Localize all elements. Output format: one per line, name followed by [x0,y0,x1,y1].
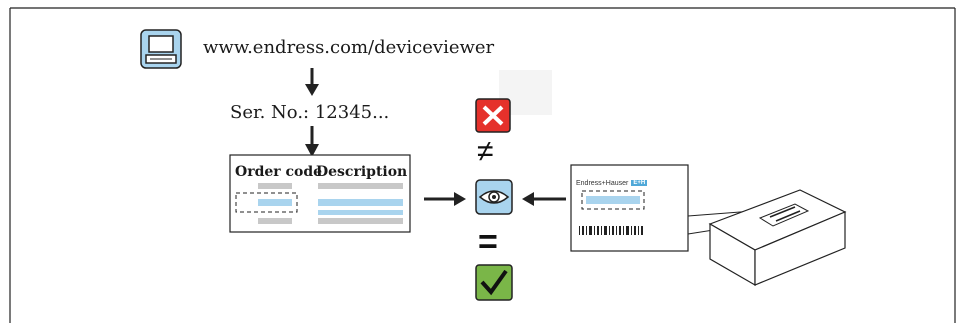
arrow-down-2 [305,126,319,157]
description-header: Description [316,164,408,180]
brand-name: Endress+Hauser [576,180,629,187]
not-equal-sign: ≠ [477,135,494,168]
computer-icon [140,29,182,69]
device-viewer-url: www.endress.com/deviceviewer [203,37,495,58]
nameplate-card [570,164,689,252]
order-code-header: Order code [235,164,323,180]
cross-icon [475,98,511,133]
brand-badge: E+H [631,180,648,186]
description-highlight [318,210,403,215]
equal-sign: = [478,223,498,261]
eye-icon [475,179,513,215]
order-table-card [229,154,411,233]
placeholder-bar [258,218,292,224]
check-icon [475,264,513,301]
placeholder-bar [318,183,403,189]
arrow-left [522,192,566,206]
dashed-selection [581,190,645,210]
placeholder-bar [318,218,403,224]
description-highlight [318,199,403,206]
placeholder-bar [258,183,292,189]
arrow-right [424,192,466,206]
barcode-icon [579,226,643,235]
order-code-highlight [258,199,292,206]
nameplate-highlight [586,196,640,204]
dashed-selection [235,192,298,213]
serial-number-label: Ser. No.: 12345... [230,102,390,123]
device-box-icon [708,189,847,287]
arrow-down-1 [305,68,319,96]
